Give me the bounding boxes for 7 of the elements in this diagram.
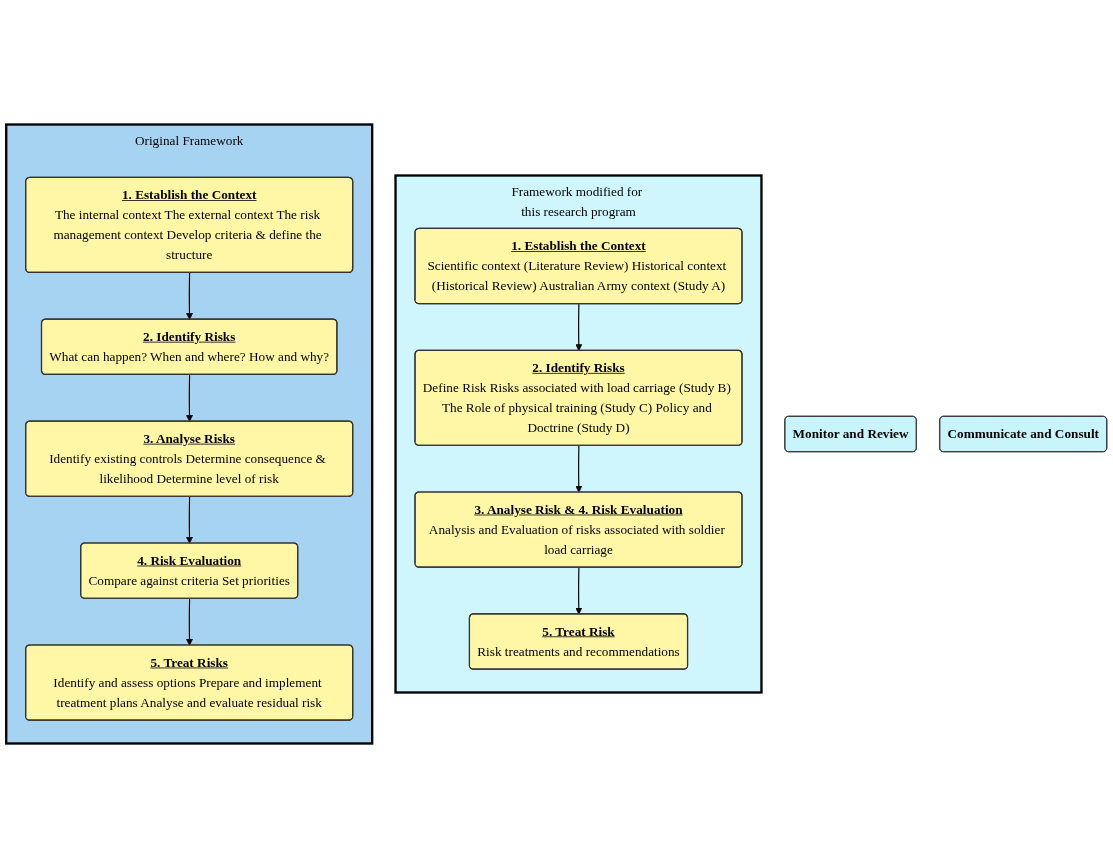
arrow	[575, 566, 583, 615]
arrow	[186, 598, 193, 646]
arrow	[186, 496, 193, 544]
arrow	[186, 374, 193, 422]
arrow	[575, 303, 583, 351]
arrow	[186, 272, 193, 320]
arrow	[575, 445, 583, 493]
